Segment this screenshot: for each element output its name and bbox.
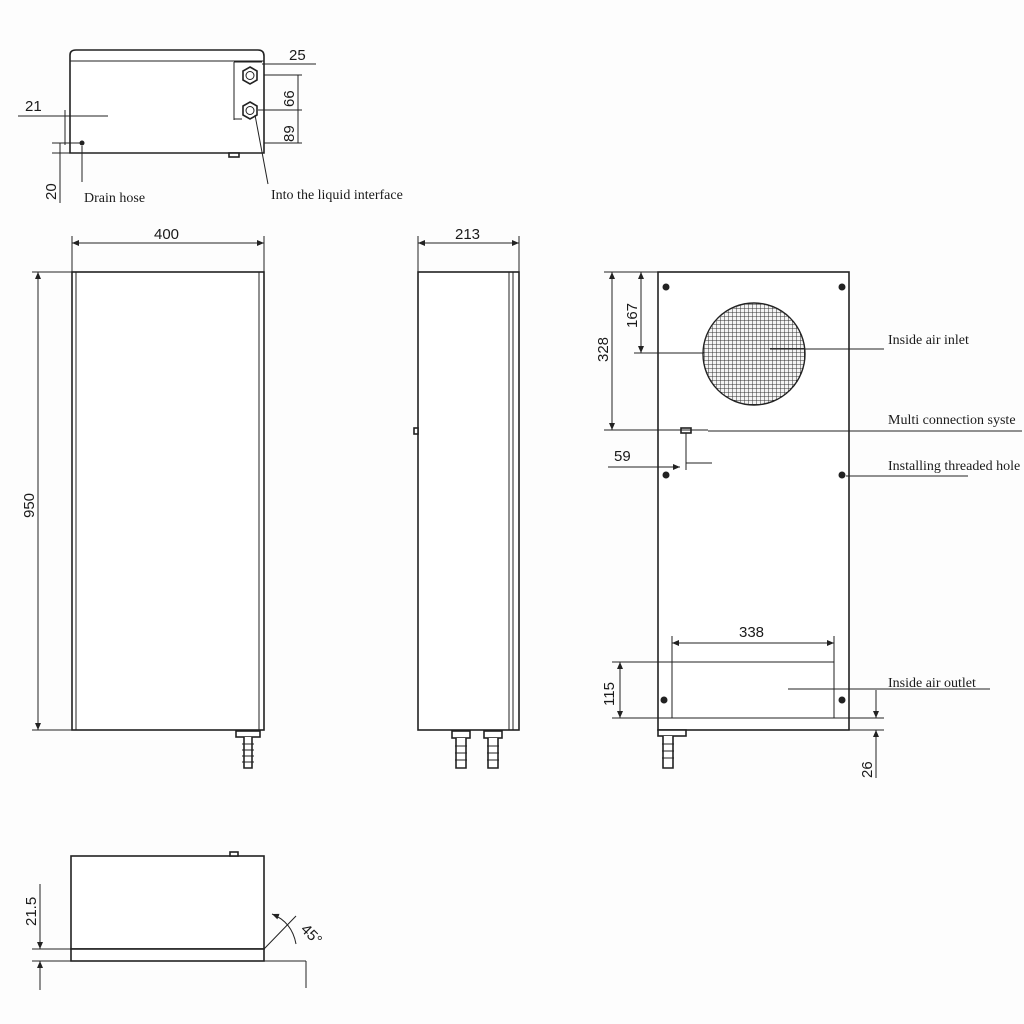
mount-hole-bl-icon	[660, 696, 668, 704]
front-view: 400 950	[21, 226, 265, 769]
mount-hole-ml-icon	[662, 471, 670, 479]
dim-950: 950	[21, 493, 38, 518]
label-multi-connection: Multi connection syste	[888, 413, 1016, 428]
liquid-fitting-left-icon	[451, 730, 471, 769]
dim-167: 167	[624, 303, 641, 328]
air-inlet-grille-icon	[702, 302, 806, 406]
dim-25: 25	[289, 47, 306, 64]
label-inside-air-inlet: Inside air inlet	[888, 333, 969, 348]
dim-26: 26	[859, 761, 876, 778]
bottom-view: 21.5 45°	[23, 851, 325, 990]
label-drain-hose: Drain hose	[84, 191, 145, 206]
dim-59: 59	[614, 448, 631, 465]
liquid-connector-upper-icon	[242, 66, 258, 85]
back-view: 328 167 59 338 115 26 Inside air inlet M…	[595, 271, 1022, 778]
side-view: 213	[413, 226, 520, 769]
dim-20: 20	[43, 183, 60, 200]
dim-338: 338	[739, 624, 764, 641]
dim-89: 89	[281, 125, 298, 142]
dim-400: 400	[154, 226, 179, 243]
mount-hole-mr-icon	[838, 471, 846, 479]
dim-45-deg: 45°	[297, 921, 325, 949]
drain-point-icon	[79, 140, 85, 146]
label-inside-air-outlet: Inside air outlet	[888, 676, 976, 691]
dim-66: 66	[281, 90, 298, 107]
dim-21: 21	[25, 98, 42, 115]
liquid-fitting-right-icon	[483, 730, 503, 769]
dim-328: 328	[595, 337, 612, 362]
top-view: 25 66 89 21 20 Drain hose Into the liqui…	[18, 47, 403, 206]
dim-21-5: 21.5	[23, 897, 40, 926]
mount-hole-tr-icon	[838, 283, 846, 291]
mount-hole-tl-icon	[662, 283, 670, 291]
label-liquid-interface: Into the liquid interface	[271, 188, 403, 203]
dim-213: 213	[455, 226, 480, 243]
dim-115: 115	[601, 682, 618, 706]
mount-hole-br-icon	[838, 696, 846, 704]
back-drain-fitting-icon	[657, 729, 687, 769]
drain-hose-fitting-icon	[235, 730, 261, 769]
label-installing-holes: Installing threaded hole	[888, 459, 1020, 474]
liquid-connector-lower-icon	[242, 101, 258, 120]
